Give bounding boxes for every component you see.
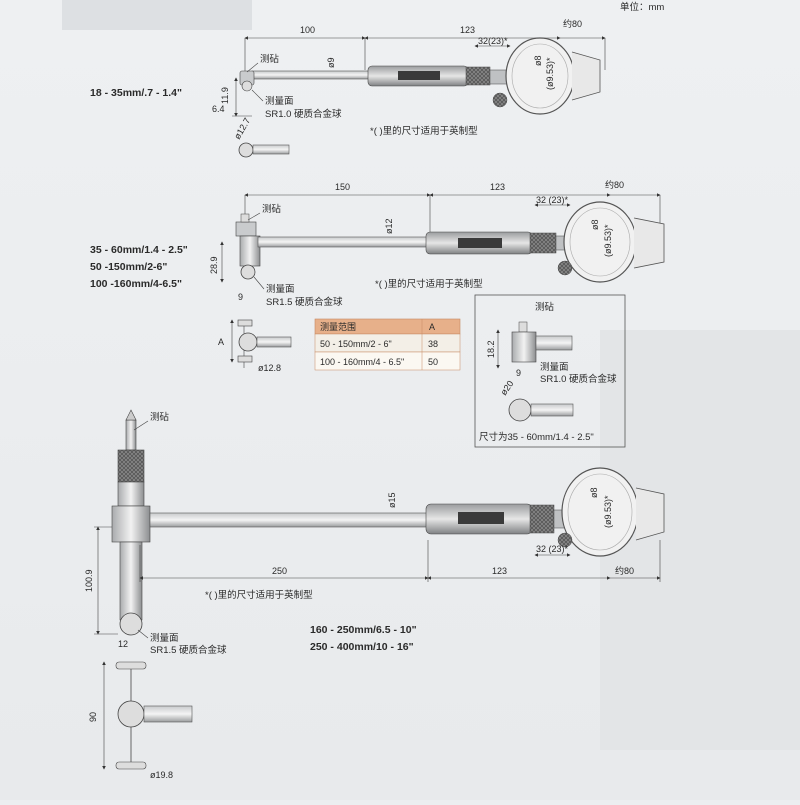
gauge2-dim-28-9: 28.9: [209, 256, 219, 274]
gauge1-dim-100: 100: [300, 25, 315, 35]
gauge1-dim-about80: 约80: [563, 18, 582, 29]
gauge2-dim-150: 150: [335, 182, 350, 192]
inset-anvil-label: 测砧: [535, 301, 555, 313]
gauge1-range-label: 18 - 35mm/.7 - 1.4": [90, 87, 182, 99]
logo-watermark: [62, 0, 252, 30]
gauge1-dim-11-9: 11.9: [220, 87, 230, 104]
gauge2-dim-9: 9: [238, 292, 243, 302]
gauge2-range-1: 35 - 60mm/1.4 - 2.5": [90, 244, 188, 256]
table-row-1-range: 50 - 150mm/2 - 6": [320, 339, 392, 349]
gauge1-anvil-label: 测砧: [260, 53, 280, 65]
gauge3-range-2: 250 - 400mm/10 - 16": [310, 641, 414, 653]
gauge3-dim-123: 123: [492, 566, 507, 576]
gauge3-contact-face-label: 测量面: [150, 633, 179, 644]
gauge3-dim-d19-8: ø19.8: [150, 770, 173, 780]
gauge2-dim-d12-8: ø12.8: [258, 363, 281, 373]
gauge-2-drawing: 35 - 60mm/1.4 - 2.5" 50 -150mm/2-6" 100 …: [90, 179, 665, 448]
gauge3-dim-d15: ø15: [387, 492, 397, 508]
gauge3-dim-d8: ø8: [589, 487, 599, 498]
gauge2-range-3: 100 -160mm/4-6.5": [90, 278, 182, 290]
gauge3-footnote: *( )里的尺寸适用于英制型: [205, 589, 313, 601]
gauge3-dim-250: 250: [272, 566, 287, 576]
gauge2-dim-A: A: [218, 337, 224, 347]
gauge1-footnote: *( )里的尺寸适用于英制型: [370, 125, 478, 137]
inset-dim-18-2: 18.2: [486, 340, 496, 358]
gauge1-dim-32: 32(23)*: [478, 36, 508, 46]
table-header-range: 测量范围: [320, 321, 356, 332]
gauge2-dim-d953: (ø9.53)*: [603, 224, 613, 257]
gauge2-ball-label: SR1.5 硬质合金球: [266, 296, 343, 308]
gauge2-dim-123: 123: [490, 182, 505, 192]
gauge2-anvil-label: 测砧: [262, 203, 282, 215]
gauge3-dim-12: 12: [118, 639, 128, 649]
gauge3-range-1: 160 - 250mm/6.5 - 10": [310, 624, 417, 636]
gauge-3-drawing: ø15 ø8 (ø9.53)* 250 123 约80 32 (23)* 100…: [84, 409, 665, 780]
gauge2-dim-d8: ø8: [590, 219, 600, 230]
gauge1-dim-d12-7: ø12.7: [232, 116, 252, 141]
gauge2-dim-32: 32 (23)*: [536, 195, 569, 205]
gauge-1-drawing: 18 - 35mm/.7 - 1.4" 100 123 约80 32(23)* …: [90, 18, 606, 158]
gauge1-dim-d953: (ø9.53)*: [545, 57, 555, 90]
inset-dim-9: 9: [516, 368, 521, 378]
gauge1-contact-face-label: 测量面: [265, 96, 294, 107]
inset-note: 尺寸为35 - 60mm/1.4 - 2.5": [479, 431, 594, 443]
gauge1-dim-6-4: 6.4: [212, 104, 225, 114]
background-table-faded: [600, 330, 800, 750]
inset-dim-d20: ø20: [498, 379, 515, 397]
unit-label: 单位：mm: [620, 1, 664, 13]
gauge3-dim-100-9: 100.9: [84, 569, 94, 592]
table-header-a: A: [429, 322, 435, 332]
gauge2-inset-box: 测砧 18.2 9 测量面 SR1.0 硬质合金球 ø20 尺寸为35 - 60…: [474, 294, 626, 448]
table-row-2-a: 50: [428, 357, 438, 367]
gauge1-dim-123: 123: [460, 25, 475, 35]
inset-ball-label: SR1.0 硬质合金球: [540, 373, 617, 385]
gauge2-range-2: 50 -150mm/2-6": [90, 261, 167, 273]
gauge3-dim-about80: 约80: [615, 565, 634, 576]
gauge2-dim-d12: ø12: [384, 218, 394, 234]
gauge3-dim-90: 90: [88, 712, 98, 722]
gauge2-dim-about80: 约80: [605, 179, 624, 190]
gauge1-dim-d9: ø9: [326, 57, 336, 68]
gauge3-dim-d953: (ø9.53)*: [603, 495, 613, 528]
gauge3-dim-32: 32 (23)*: [536, 544, 569, 554]
gauge2-contact-face-label: 测量面: [266, 284, 295, 295]
gauge3-ball-label: SR1.5 硬质合金球: [150, 644, 227, 656]
table-row-1-a: 38: [428, 339, 438, 349]
gauge3-anvil-label: 测砧: [150, 411, 170, 423]
gauge1-ball-label: SR1.0 硬质合金球: [265, 108, 342, 120]
gauge1-dim-d8: ø8: [533, 55, 543, 66]
table-row-2-range: 100 - 160mm/4 - 6.5": [320, 357, 404, 367]
inset-contact-face-label: 测量面: [540, 362, 569, 373]
gauge2-range-table: 测量范围 A 50 - 150mm/2 - 6" 38 100 - 160mm/…: [314, 318, 461, 371]
gauge2-footnote: *( )里的尺寸适用于英制型: [375, 278, 483, 290]
